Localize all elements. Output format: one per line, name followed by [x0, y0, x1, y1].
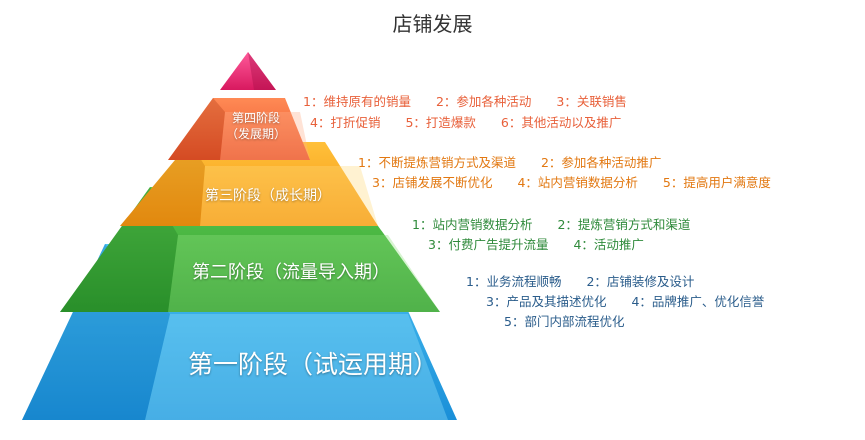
tier-4-label-line2: （发展期）	[225, 127, 286, 141]
tier-3-items-line1: 1：不断提炼营销方式及渠道 2：参加各种活动推广	[358, 155, 662, 170]
tier-4-items-line2: 4：打折促销 5：打造爆款 6：其他活动以及推广	[310, 115, 622, 130]
tier-2-items-line2: 3：付费广告提升流量 4：活动推广	[428, 237, 644, 252]
tier-2-items-line1: 1：站内营销数据分析 2：提炼营销方式和渠道	[412, 217, 691, 232]
diagram-title: 店铺发展	[392, 12, 473, 36]
tier-4-block	[168, 98, 310, 160]
tier-3-items-line2: 3：店铺发展不断优化 4：站内营销数据分析 5：提高用户满意度	[372, 175, 771, 190]
tier-1-items-line2: 3：产品及其描述优化 4：品牌推广、优化信誉	[486, 294, 765, 309]
tier-2-label: 第二阶段（流量导入期）	[192, 262, 390, 283]
tier-4-label: 第四阶段 （发展期）	[225, 110, 287, 142]
tier-1-label: 第一阶段（试运用期）	[188, 350, 439, 379]
tier-4-label-line1: 第四阶段	[231, 111, 280, 125]
tier-3-block	[120, 142, 378, 226]
tier-1-items-line1: 1：业务流程顺畅 2：店铺装修及设计	[466, 274, 695, 289]
tier-1-items-line3: 5：部门内部流程优化	[504, 314, 625, 329]
tier-3-label: 第三阶段（成长期）	[205, 188, 331, 204]
tier-4-items-line1: 1：维持原有的销量 2：参加各种活动 3：关联销售	[303, 94, 627, 109]
apex-block	[220, 52, 276, 90]
